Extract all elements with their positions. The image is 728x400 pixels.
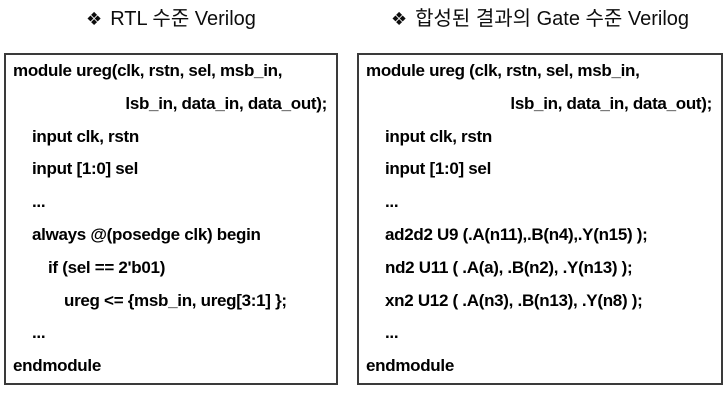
code-line: endmodule xyxy=(366,356,454,376)
code-line: lsb_in, data_in, data_out); xyxy=(125,93,327,113)
code-line: always @(posedge clk) begin xyxy=(32,224,261,244)
code-line: ureg <= {msb_in, ureg[3:1] }; xyxy=(64,290,287,310)
gate-code-panel: module ureg (clk, rstn, sel, msb_in, lsb… xyxy=(357,53,723,385)
code-line: ... xyxy=(385,323,399,343)
code-line: xn2 U12 ( .A(n3), .B(n13), .Y(n8) ); xyxy=(385,290,643,310)
code-line: ... xyxy=(385,192,399,212)
code-line: ad2d2 U9 (.A(n11),.B(n4),.Y(n15) ); xyxy=(385,224,648,244)
code-line: module ureg(clk, rstn, sel, msb_in, xyxy=(13,61,283,80)
code-line: input [1:0] sel xyxy=(385,159,492,179)
code-line: nd2 U11 ( .A(a), .B(n2), .Y(n13) ); xyxy=(385,257,633,277)
rtl-code-panel: module ureg(clk, rstn, sel, msb_in, lsb_… xyxy=(4,53,338,385)
diamond-bullet-icon: ❖ xyxy=(86,9,103,29)
gate-panel-title-text: 합성된 결과의 Gate 수준 Verilog xyxy=(415,8,690,30)
rtl-panel-title: ❖ RTL 수준 Verilog xyxy=(4,4,338,34)
gate-panel-title: ❖ 합성된 결과의 Gate 수준 Verilog xyxy=(357,4,723,34)
code-line: module ureg (clk, rstn, sel, msb_in, xyxy=(366,61,640,80)
code-line: endmodule xyxy=(13,356,101,376)
code-line: input [1:0] sel xyxy=(32,159,139,179)
code-line: input clk, rstn xyxy=(32,126,139,146)
code-line: ... xyxy=(32,192,46,212)
code-line: lsb_in, data_in, data_out); xyxy=(510,93,712,113)
diamond-bullet-icon: ❖ xyxy=(390,9,408,29)
rtl-panel-title-text: RTL 수준 Verilog xyxy=(110,8,256,30)
code-line: ... xyxy=(32,323,46,343)
code-line: if (sel == 2'b01) xyxy=(48,257,166,277)
code-line: input clk, rstn xyxy=(385,126,492,146)
